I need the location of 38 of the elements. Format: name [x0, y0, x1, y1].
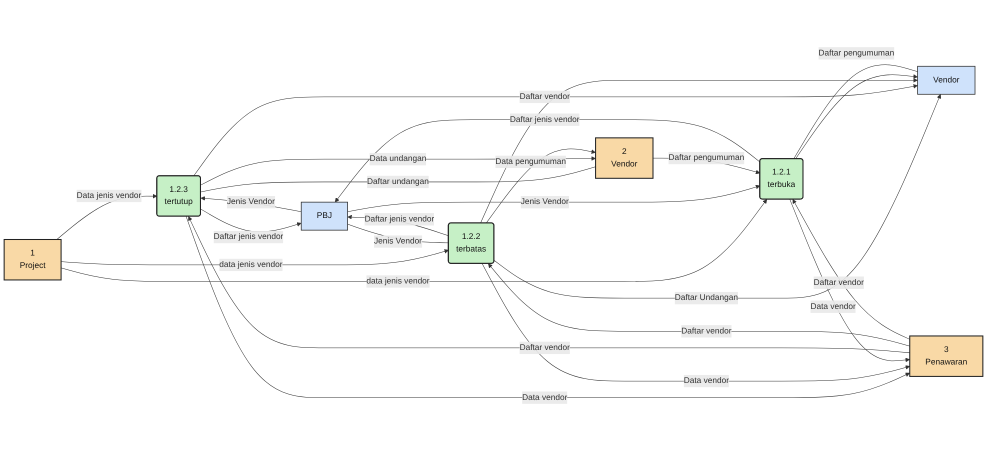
arrow: [494, 94, 942, 298]
edge-label: Data jenis vendor: [76, 191, 142, 200]
arrow: [482, 263, 910, 382]
edge-label: data jenis vendor: [366, 276, 430, 286]
edge-label: Jenis Vendor: [520, 197, 569, 206]
node-box: Vendor: [917, 66, 976, 95]
arrow: [480, 78, 918, 224]
edge-label: Daftar jenis vendor: [214, 232, 284, 242]
edge-label: Daftar jenis vendor: [510, 115, 580, 124]
edge-label: Daftar undangan: [367, 177, 429, 186]
node-box: 1 Project: [4, 238, 62, 280]
edge-label: Daftar pengumuman: [818, 48, 894, 58]
node-box: 3 Penawaran: [909, 335, 984, 377]
edge-label: data jenis vendor: [219, 260, 282, 270]
edge-label: Data pengumuman: [495, 157, 566, 166]
arrow: [188, 216, 910, 354]
edge-label: Daftar jenis vendor: [364, 214, 434, 224]
edge-label: Daftar Undangan: [674, 293, 738, 302]
edge-label: Jenis Vendor: [226, 197, 275, 206]
edge-label: Data vendor: [810, 302, 856, 311]
edge-label: Data vendor: [684, 376, 729, 386]
edge-label: Daftar vendor: [520, 92, 570, 102]
edge-label: Data undangan: [370, 154, 426, 164]
edge-label: Daftar pengumuman: [668, 153, 744, 162]
arrow: [792, 199, 910, 340]
edge-label: Jenis Vendor: [374, 236, 422, 246]
connector: [200, 166, 596, 192]
edge-label: Data vendor: [522, 393, 568, 402]
node-box: PBJ: [300, 202, 348, 231]
arrow: [488, 263, 910, 346]
arrow: [347, 184, 760, 212]
arrow: [486, 148, 596, 224]
node-box: 2 Vendor: [595, 137, 654, 179]
arrow: [790, 199, 910, 362]
arrow: [186, 216, 910, 398]
edge-label: Daftar vendor: [520, 343, 570, 352]
edge-label: Daftar vendor: [814, 278, 864, 287]
edge-label: Daftar vendor: [681, 326, 732, 336]
